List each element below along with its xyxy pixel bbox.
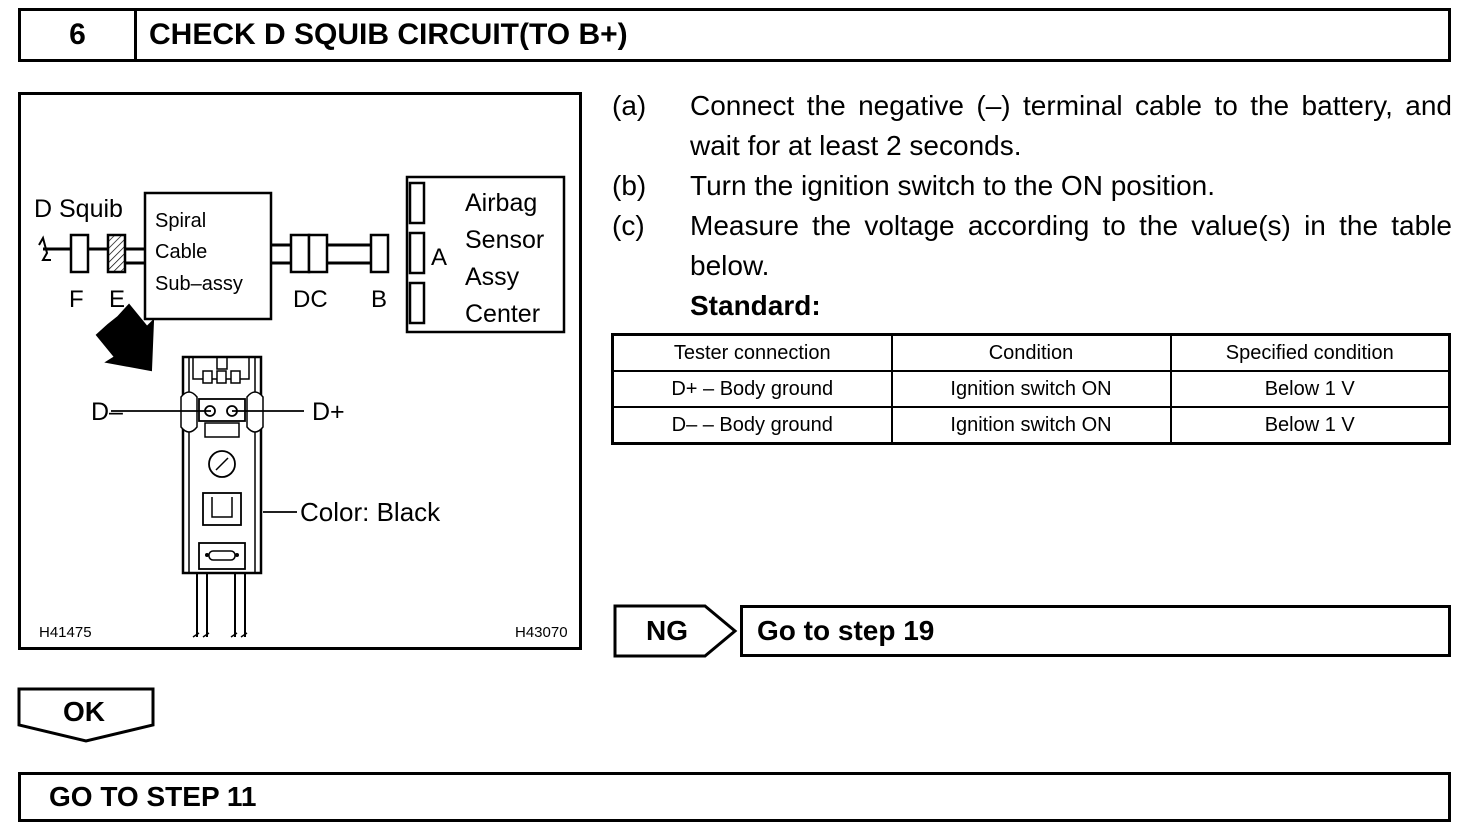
- table-header-row: Tester connection Condition Specified co…: [611, 333, 1451, 372]
- table-cell: Below 1 V: [1169, 370, 1451, 408]
- connector-b: [369, 233, 390, 274]
- spiral-cable-box: [143, 191, 273, 321]
- ok-label: OK: [63, 696, 105, 727]
- table-header: Condition: [890, 333, 1172, 372]
- airbag-label-3: Assy: [465, 263, 520, 291]
- step-title: CHECK D SQUIB CIRCUIT(TO B+): [149, 18, 628, 51]
- step-number: 6: [21, 11, 137, 59]
- figure-code-left: H41475: [39, 624, 92, 641]
- airbag-sensor-box: [405, 175, 566, 334]
- table-header: Tester connection: [611, 333, 893, 372]
- ng-arrow-shape: [613, 604, 738, 658]
- standard-label: Standard:: [690, 290, 821, 321]
- connector-a-label: A: [431, 244, 447, 271]
- airbag-label-1: Airbag: [465, 189, 537, 217]
- table-cell: Below 1 V: [1169, 406, 1451, 445]
- d-squib-label: D Squib: [34, 195, 123, 223]
- table-cell: D+ – Body ground: [611, 370, 893, 408]
- table-cell: Ignition switch ON: [890, 406, 1172, 445]
- pointer-arrow-icon: [95, 303, 155, 372]
- spiral-label-2: Cable: [155, 241, 207, 263]
- connector-e-label: E: [109, 286, 125, 313]
- color-label: Color: Black: [300, 497, 441, 527]
- procedure-item-text: Turn the ignition switch to the ON posit…: [690, 170, 1215, 201]
- procedure-item-label: (c): [612, 210, 645, 241]
- connector-e: [106, 233, 127, 274]
- figure-code-right: H43070: [515, 624, 568, 641]
- procedure-item-label: (b): [612, 170, 647, 201]
- spiral-label-1: Spiral: [155, 210, 206, 232]
- procedure-item-label: (a): [612, 90, 647, 121]
- squib-connector-drawing: [180, 355, 264, 638]
- ng-goto-link[interactable]: Go to step 19: [740, 605, 1451, 657]
- step-header: 6 CHECK D SQUIB CIRCUIT(TO B+): [18, 8, 1451, 62]
- airbag-label-2: Sensor: [465, 226, 544, 254]
- table-row: D– – Body ground Ignition switch ON Belo…: [611, 406, 1451, 445]
- connector-f-label: F: [69, 286, 84, 313]
- table-cell: Ignition switch ON: [890, 370, 1172, 408]
- procedure-item: (a) Connect the negative (–) terminal ca…: [612, 86, 1452, 166]
- terminal-d-minus-label: D–: [91, 398, 123, 426]
- ng-label: NG: [646, 615, 688, 646]
- circuit-diagram: D Squib F E Spiral Cable Sub–assy: [34, 175, 568, 641]
- terminal-d-plus-label: D+: [312, 398, 345, 426]
- connector-b-label: B: [371, 286, 387, 313]
- connector-dc-female: [307, 233, 329, 274]
- connector-dc-male: [289, 233, 311, 274]
- table-header: Specified condition: [1169, 333, 1451, 372]
- ok-arrow-shape: [17, 687, 155, 743]
- table-row: D+ – Body ground Ignition switch ON Belo…: [611, 370, 1451, 408]
- procedure-item: (b) Turn the ignition switch to the ON p…: [612, 166, 1452, 206]
- table-cell: D– – Body ground: [611, 406, 893, 445]
- airbag-label-4: Center: [465, 300, 540, 328]
- procedure-item: (c) Measure the voltage according to the…: [612, 206, 1452, 286]
- connector-dc-label: DC: [293, 286, 328, 313]
- circuit-illustration: D Squib F E Spiral Cable Sub–assy: [18, 92, 582, 650]
- spiral-label-3: Sub–assy: [155, 273, 243, 295]
- spec-table: Tester connection Condition Specified co…: [611, 333, 1451, 445]
- connector-f: [69, 233, 90, 274]
- procedure-item-text: Measure the voltage according to the val…: [690, 210, 1452, 281]
- connector-a: [408, 231, 426, 275]
- procedure-steps: (a) Connect the negative (–) terminal ca…: [612, 86, 1452, 326]
- procedure-item-text: Connect the negative (–) terminal cable …: [690, 90, 1452, 161]
- ok-goto-link[interactable]: GO TO STEP 11: [18, 772, 1451, 822]
